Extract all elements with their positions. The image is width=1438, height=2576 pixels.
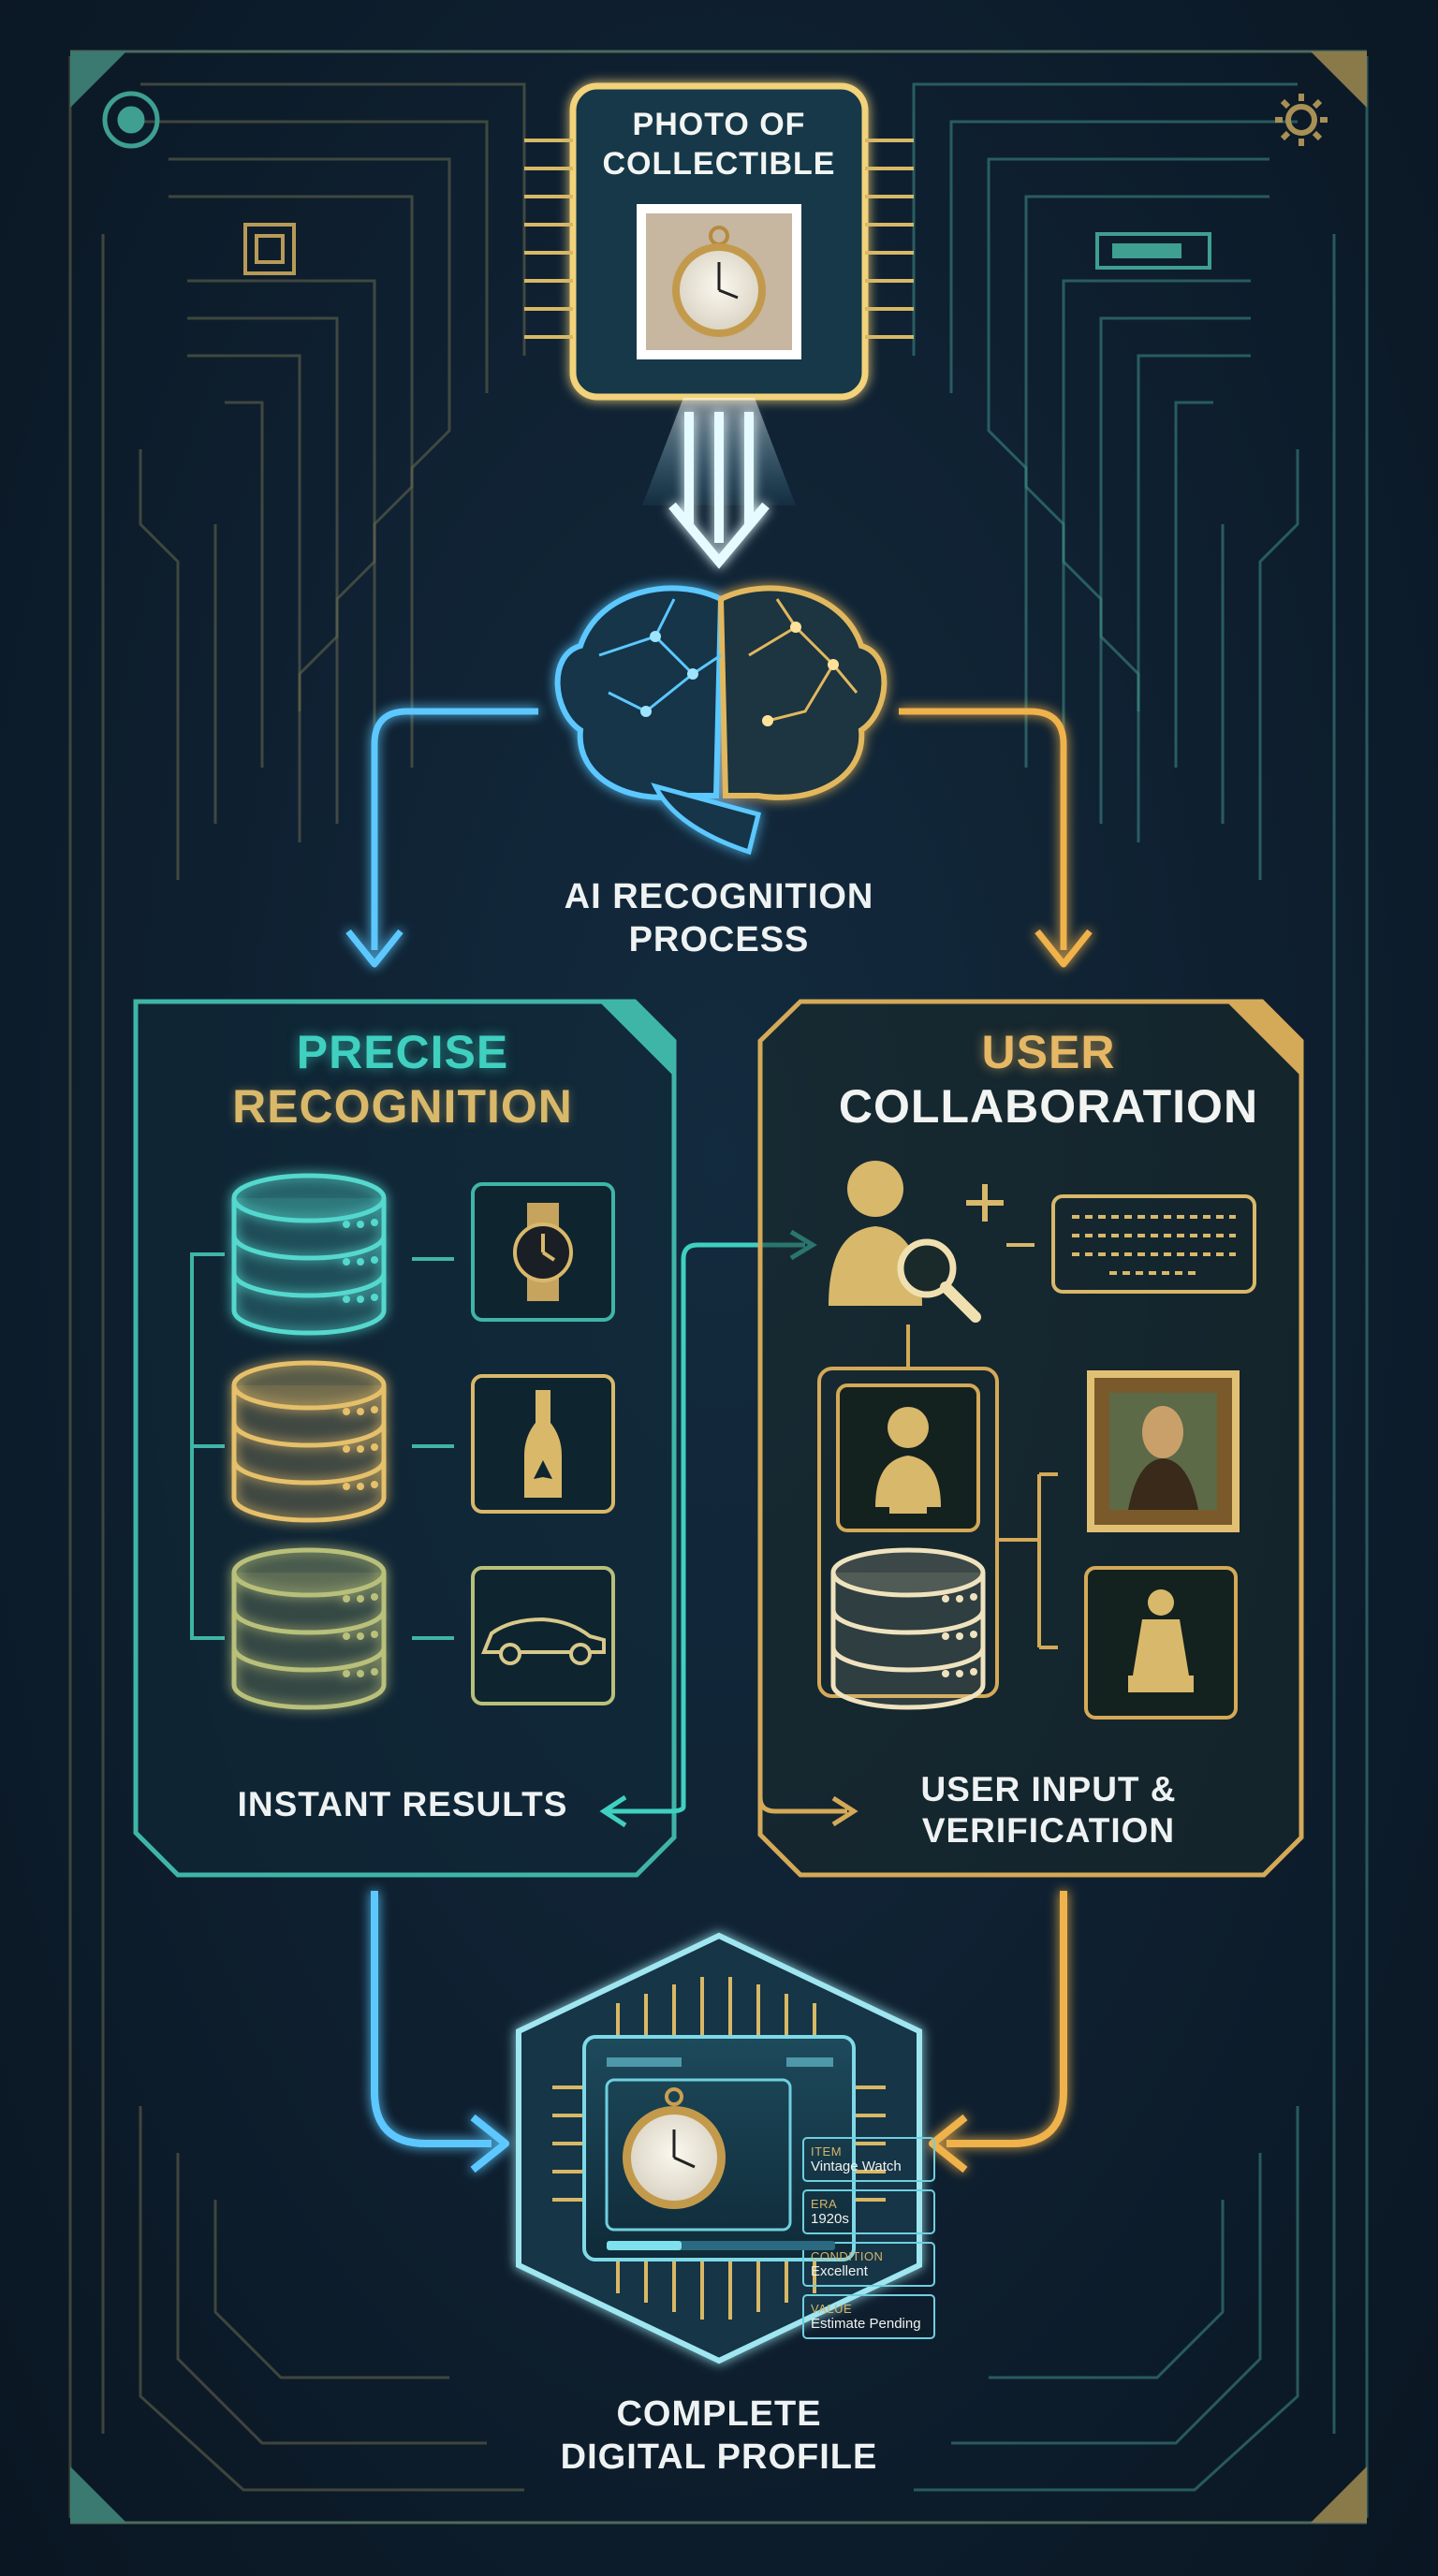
instant-results-label: INSTANT RESULTS	[237, 1785, 568, 1823]
photo-title: PHOTO OF COLLECTIBLE	[562, 105, 876, 183]
profile-field-value: VALUE Estimate Pending	[811, 2302, 951, 2333]
verification-arrow	[757, 1736, 858, 1827]
complete-title-line2: DIGITAL PROFILE	[560, 2437, 878, 2477]
profile-field-condition: CONDITION Excellent	[811, 2249, 951, 2280]
complete-title-line1: COMPLETE	[616, 2394, 822, 2434]
chip-icon	[243, 223, 296, 275]
complete-profile-title: COMPLETE DIGITAL PROFILE	[496, 2393, 942, 2479]
wristwatch-icon	[513, 1203, 573, 1301]
flow-arrow-to-profile-left	[371, 1891, 509, 2174]
wine-bottle-icon	[524, 1390, 562, 1498]
keyboard-icon	[1051, 1194, 1256, 1294]
value-value: Estimate Pending	[811, 2316, 921, 2332]
gear-icon	[1275, 94, 1328, 146]
profile-field-era: ERA 1920s	[811, 2197, 951, 2228]
corner-target-icon	[102, 91, 160, 149]
statue-icon	[1128, 1589, 1194, 1692]
bust-icon	[875, 1407, 941, 1514]
value-key: VALUE	[811, 2302, 853, 2316]
condition-key: CONDITION	[811, 2249, 884, 2263]
photo-title-line2: COLLECTIBLE	[602, 146, 836, 182]
flow-arrow-left	[345, 708, 538, 968]
database-icon	[234, 1176, 384, 1333]
photo-title-line1: PHOTO OF	[632, 107, 806, 142]
down-arrow-icon	[668, 412, 770, 569]
ai-title-line2: PROCESS	[628, 920, 810, 959]
era-key: ERA	[811, 2197, 838, 2211]
sports-car-tile	[471, 1566, 615, 1705]
brain-icon	[554, 585, 888, 856]
user-title: USER COLLABORATION	[768, 1025, 1329, 1134]
precise-connectors	[190, 1252, 454, 1640]
user-title-line1: USER	[981, 1026, 1116, 1078]
profile-chip-pins	[552, 1977, 886, 2320]
item-value: Vintage Watch	[811, 2159, 902, 2174]
user-input-line1: USER INPUT &	[920, 1770, 1177, 1808]
item-key: ITEM	[811, 2144, 843, 2159]
flow-arrow-to-profile-right	[929, 1891, 1067, 2174]
precise-title: PRECISE RECOGNITION	[140, 1025, 665, 1134]
precise-title-line1: PRECISE	[296, 1026, 509, 1078]
sports-car-icon	[481, 1617, 606, 1665]
database-icon	[234, 1550, 384, 1707]
pocket-watch-icon	[672, 226, 766, 337]
database-icon	[234, 1363, 384, 1520]
circuit-traces-right	[912, 56, 1369, 2518]
photo-node-pins	[524, 139, 914, 339]
flow-arrow-right	[899, 708, 1093, 968]
user-input-line2: VERIFICATION	[921, 1811, 1176, 1850]
profile-field-boxes	[802, 2137, 935, 2339]
ai-title-line1: AI RECOGNITION	[564, 877, 874, 916]
circuit-traces-left	[68, 56, 526, 2518]
plus-icon	[966, 1184, 1004, 1222]
ai-title: AI RECOGNITION PROCESS	[515, 875, 923, 961]
collab-connectors	[906, 1325, 1058, 1649]
precise-title-line2: RECOGNITION	[232, 1080, 573, 1133]
frame-border	[70, 50, 1367, 2525]
pocket-watch-icon	[623, 2087, 726, 2209]
user-search-icon	[829, 1161, 981, 1323]
database-icon	[833, 1550, 983, 1707]
profile-photo-frame	[605, 2078, 792, 2232]
condition-value: Excellent	[811, 2263, 868, 2279]
user-title-line2: COLLABORATION	[838, 1080, 1259, 1133]
connector-slot	[1095, 232, 1211, 270]
user-input-label: USER INPUT & VERIFICATION	[843, 1769, 1255, 1852]
profile-field-item: ITEM Vintage Watch	[811, 2144, 951, 2175]
era-value: 1920s	[811, 2211, 849, 2227]
